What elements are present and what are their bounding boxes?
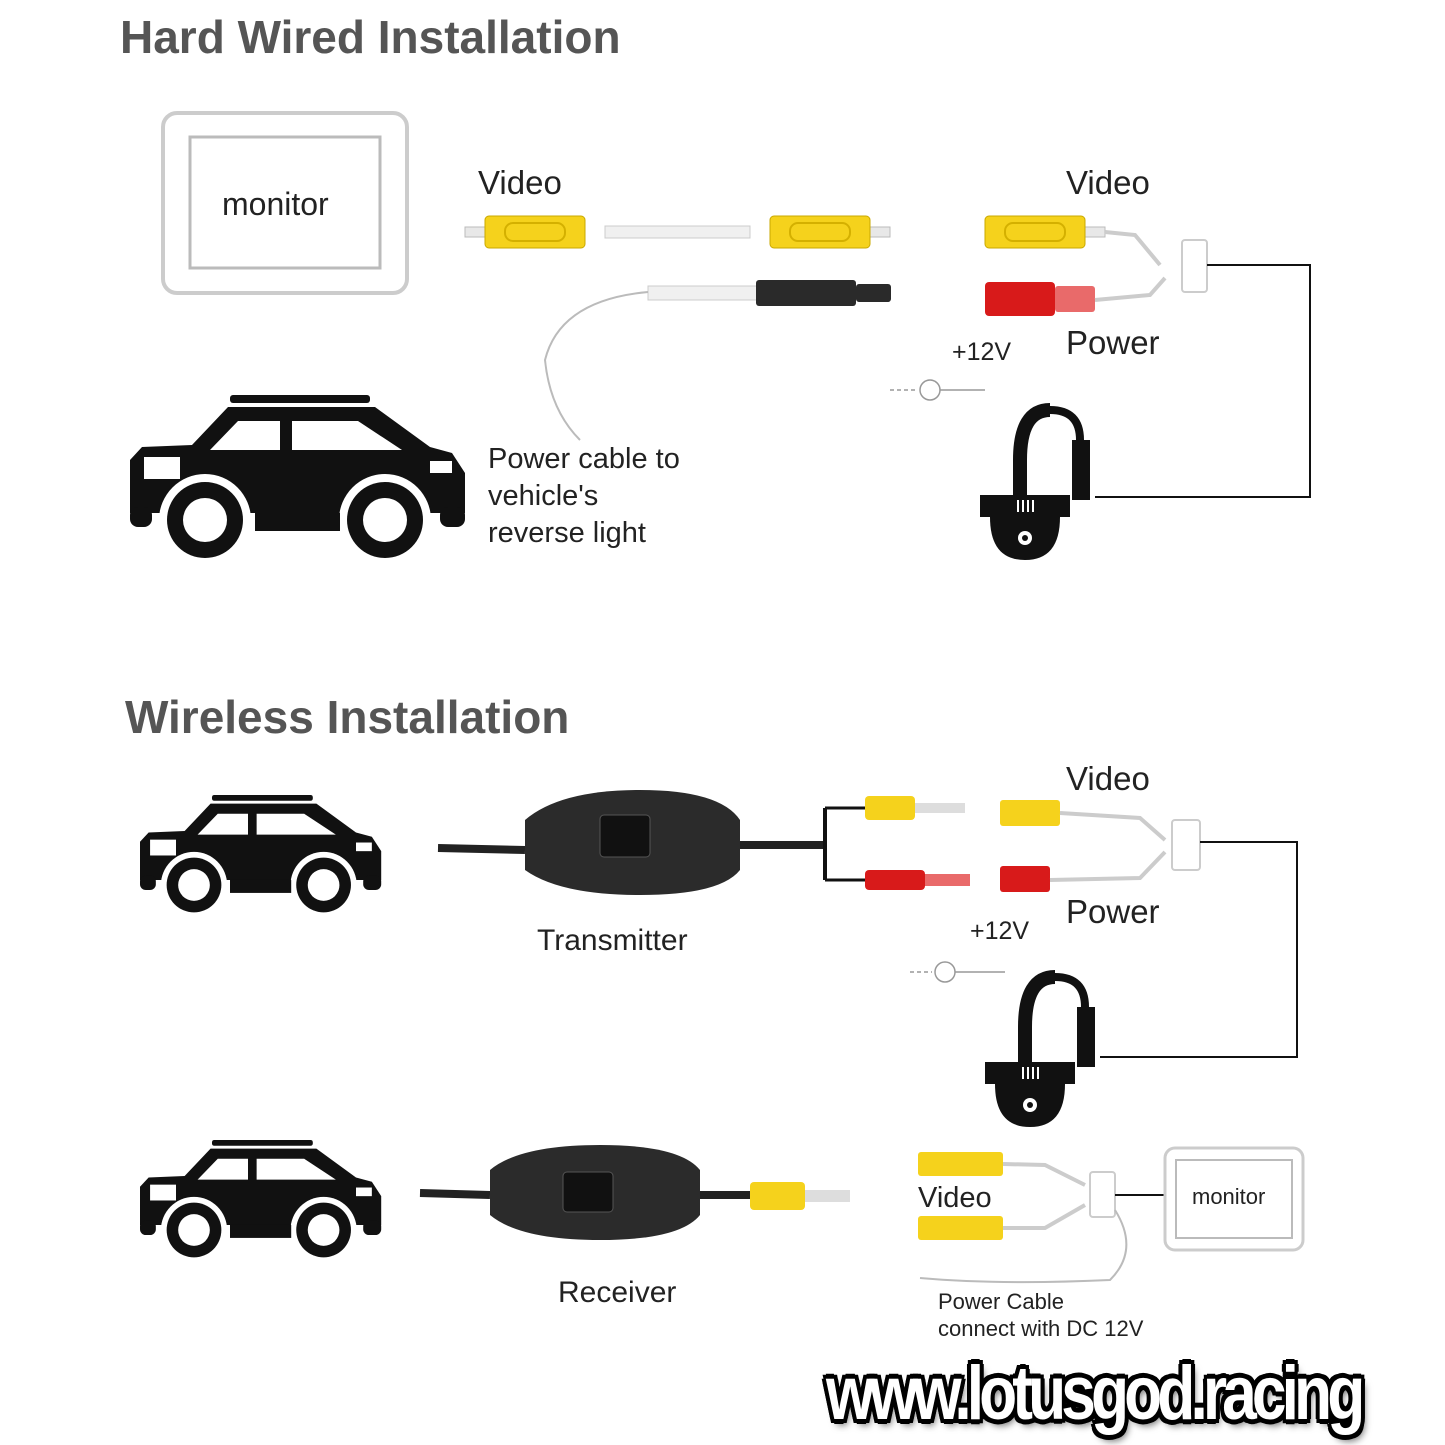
monitor-label: monitor [222, 186, 329, 222]
video-label: Video [918, 1182, 992, 1214]
car-icon [130, 395, 465, 566]
car-icon [140, 795, 382, 919]
wireless-title: Wireless Installation [125, 691, 570, 743]
camera-icon [980, 410, 1090, 560]
voltage-label: +12V [970, 917, 1030, 945]
power-label: Power [1066, 324, 1160, 361]
video-label: Video [478, 164, 562, 201]
camera-icon [985, 977, 1095, 1127]
watermark: www.lotusgod.racing [826, 1351, 1365, 1436]
power-cable-note: Power Cable connect with DC 12V [938, 1289, 1144, 1341]
transmitter-label: Transmitter [537, 924, 688, 957]
video-label: Video [1066, 760, 1150, 797]
voltage-label: +12V [952, 338, 1012, 366]
receiver-label: Receiver [558, 1276, 677, 1309]
car-icon [140, 1140, 382, 1264]
power-label: Power [1066, 893, 1160, 930]
rca-connector-yellow [464, 215, 586, 249]
power-cable-note: Power cable to vehicle's reverse light [488, 443, 680, 549]
video-label: Video [1066, 164, 1150, 201]
hardwired-title: Hard Wired Installation [120, 11, 621, 63]
monitor-label: monitor [1192, 1184, 1266, 1209]
